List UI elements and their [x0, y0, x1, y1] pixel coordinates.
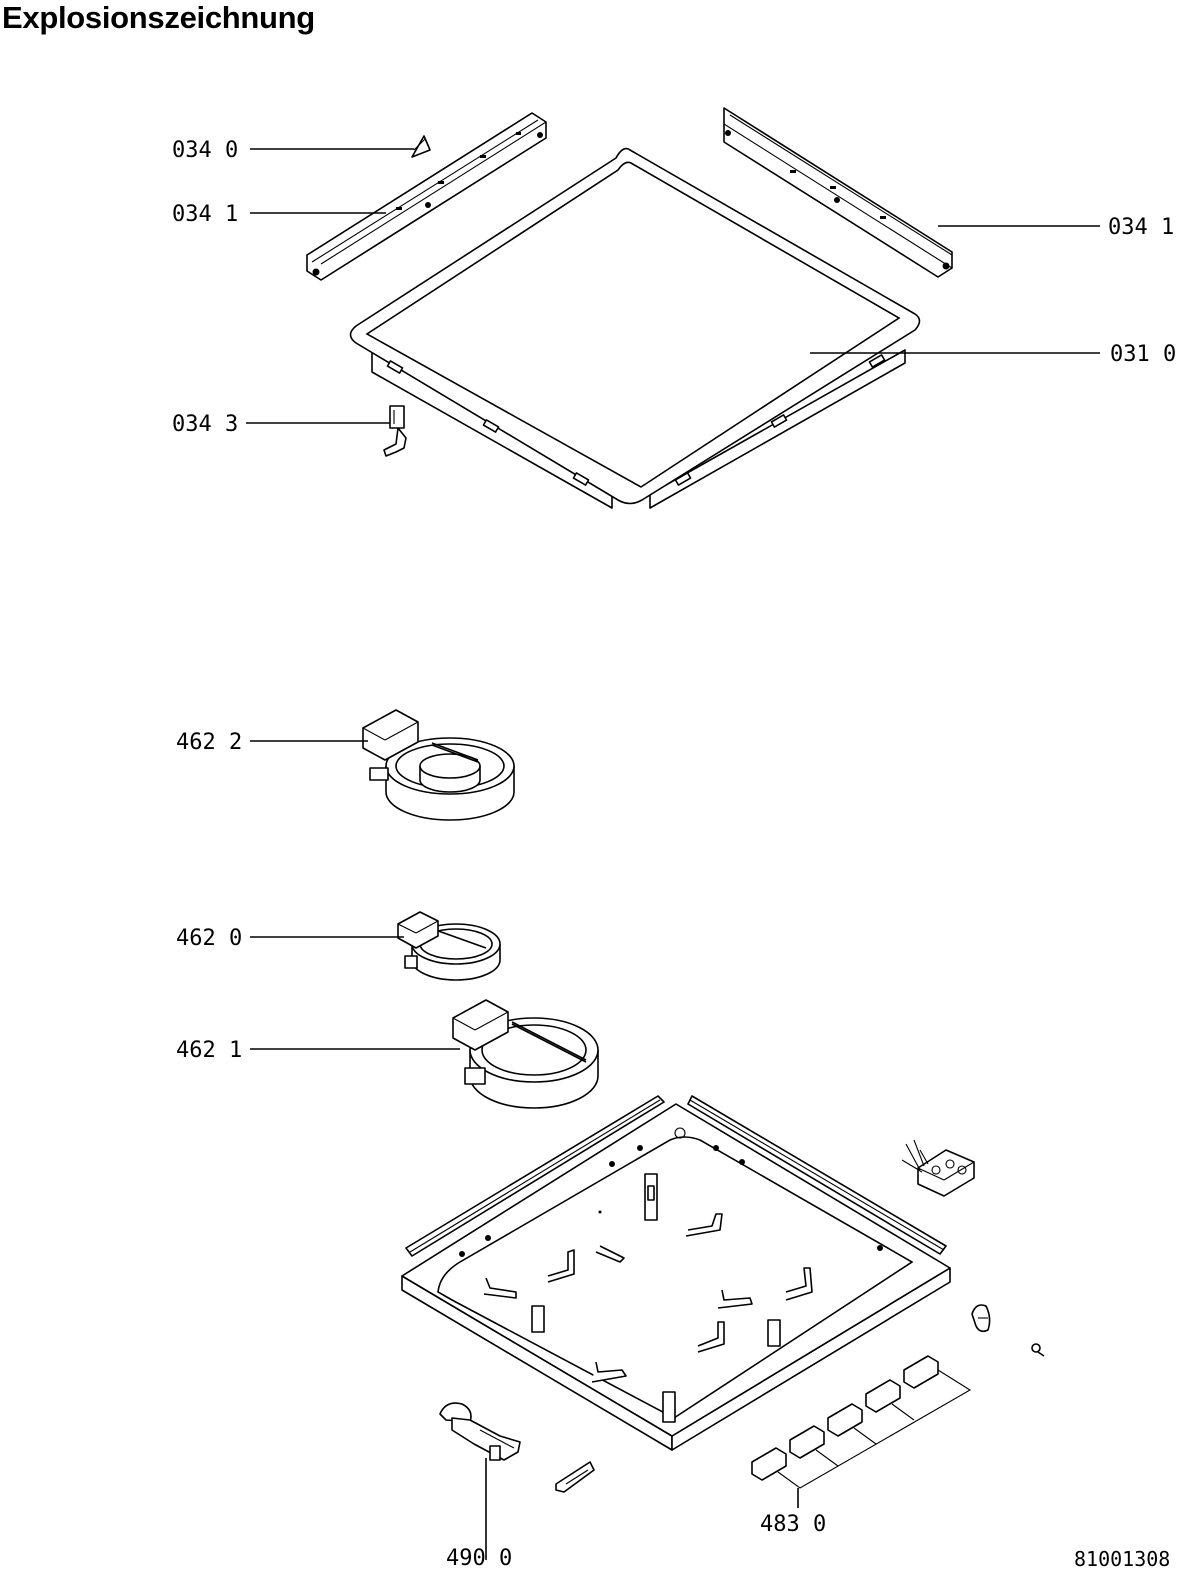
label-0341-right: 034 1 — [1108, 215, 1174, 240]
document-number: 81001308 — [1074, 1547, 1170, 1571]
rail-left-part — [306, 112, 547, 281]
burner-4622-part — [362, 709, 515, 821]
label-4620: 462 0 — [176, 926, 242, 951]
connector-strip-part — [751, 1355, 972, 1489]
terminal-block-part — [901, 1139, 975, 1197]
label-0310: 031 0 — [1110, 342, 1176, 367]
rail-right-part — [723, 107, 953, 278]
clip-part — [411, 135, 431, 158]
label-0341-left: 034 1 — [172, 202, 238, 227]
frame-part — [349, 147, 921, 509]
burner-4620-part — [397, 911, 501, 981]
base-tray-part — [401, 1095, 951, 1451]
screw-part — [1031, 1343, 1045, 1357]
label-4830: 483 0 — [760, 1512, 826, 1537]
bracket-part — [383, 405, 407, 457]
knob-part — [971, 1304, 991, 1333]
label-0343: 034 3 — [172, 412, 238, 437]
page-title: Explosionszeichnung — [2, 0, 315, 35]
label-4900: 490 0 — [446, 1546, 512, 1571]
label-4622: 462 2 — [176, 730, 242, 755]
label-0340: 034 0 — [172, 138, 238, 163]
burner-4621-part — [452, 999, 599, 1109]
label-4621: 462 1 — [176, 1038, 242, 1063]
small-bracket-part — [555, 1461, 595, 1493]
switch-part — [439, 1402, 521, 1461]
